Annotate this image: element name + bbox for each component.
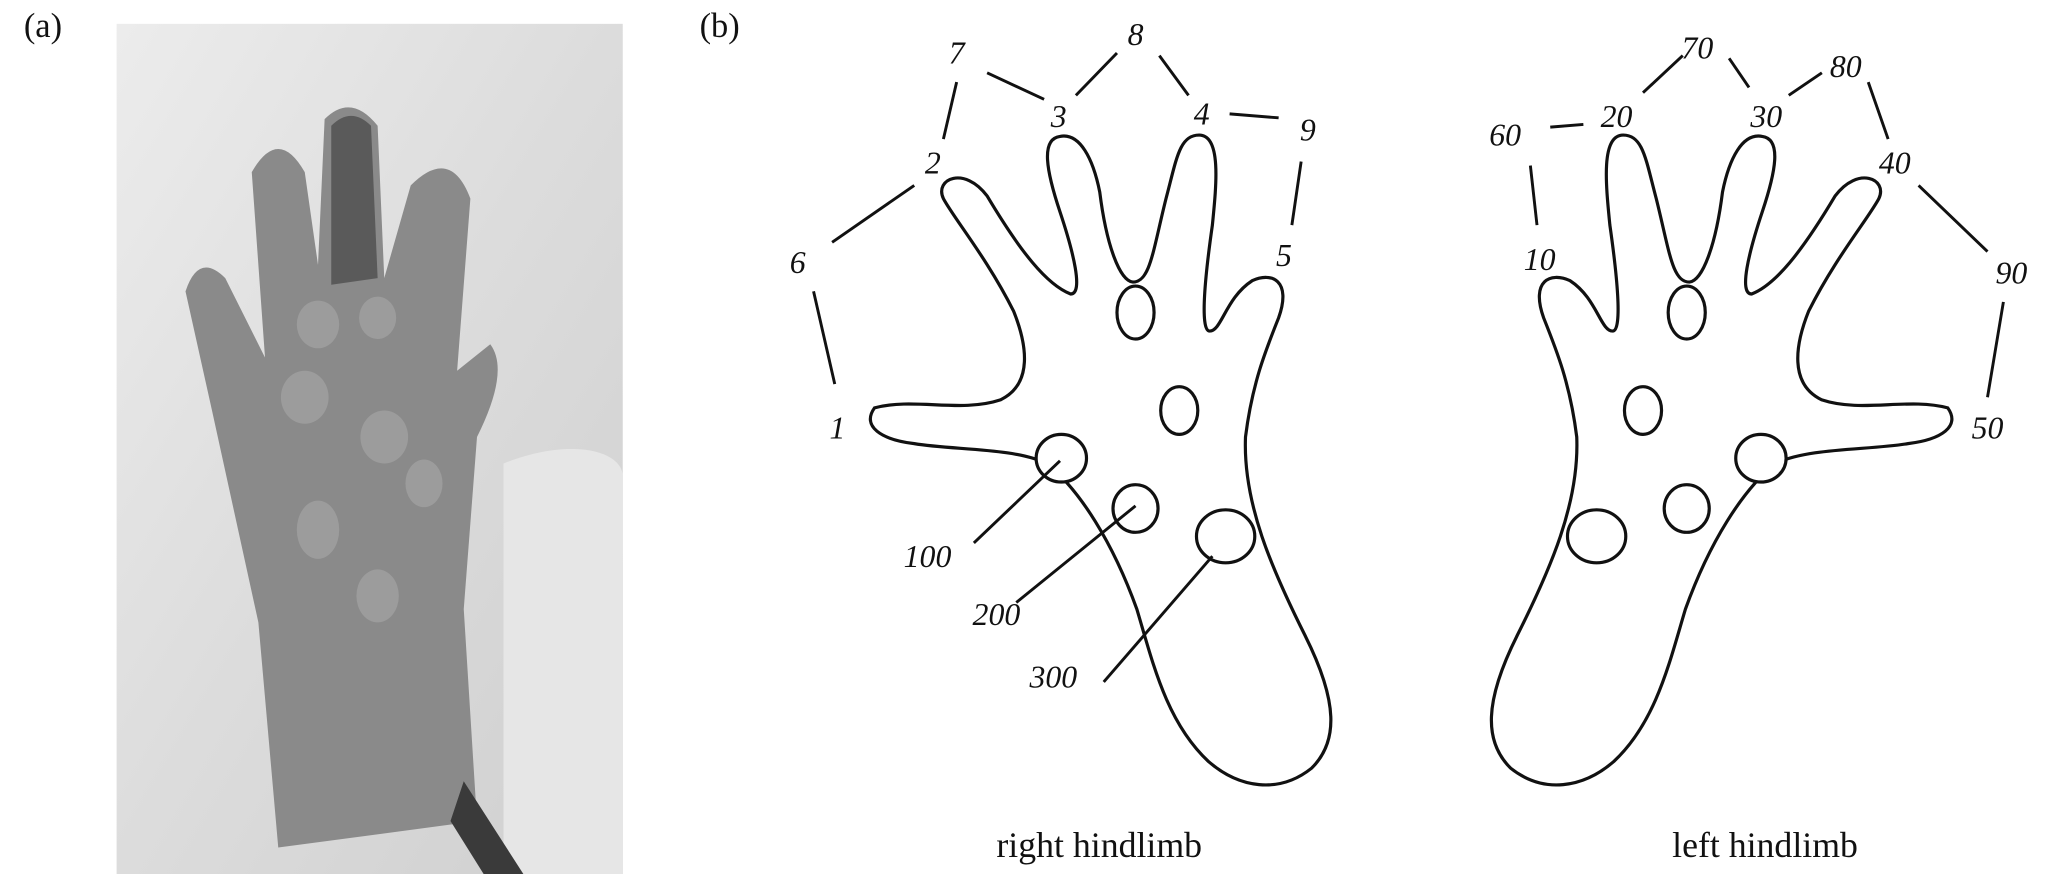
label-300: 300 bbox=[1029, 659, 1078, 694]
label-40: 40 bbox=[1879, 145, 1911, 180]
label-3: 3 bbox=[1050, 99, 1067, 134]
caption-right-hindlimb: right hindlimb bbox=[996, 825, 1202, 865]
label-9: 9 bbox=[1300, 112, 1316, 147]
left-hindlimb-outline bbox=[1489, 133, 1954, 787]
panel-label-b: (b) bbox=[700, 7, 740, 45]
left-labels: 70 80 60 20 30 40 10 90 50 bbox=[1489, 30, 2027, 445]
label-2: 2 bbox=[925, 145, 941, 180]
label-20: 20 bbox=[1601, 99, 1633, 134]
label-4: 4 bbox=[1194, 96, 1210, 131]
caption-left-hindlimb: left hindlimb bbox=[1672, 825, 1858, 865]
label-30: 30 bbox=[1749, 99, 1782, 134]
right-labels: 7 8 3 4 9 2 6 5 1 100 200 300 bbox=[790, 17, 1316, 694]
right-hindlimb-outline bbox=[868, 133, 1333, 787]
panel-label-a: (a) bbox=[24, 7, 62, 45]
left-connector-lines bbox=[1528, 54, 2005, 398]
label-8: 8 bbox=[1128, 17, 1144, 52]
label-90: 90 bbox=[1995, 255, 2027, 290]
label-200: 200 bbox=[973, 597, 1021, 632]
label-6: 6 bbox=[790, 245, 806, 280]
label-1: 1 bbox=[829, 410, 845, 445]
label-70: 70 bbox=[1681, 30, 1713, 65]
label-50: 50 bbox=[1972, 410, 2004, 445]
label-100: 100 bbox=[904, 539, 952, 574]
right-connector-lines bbox=[812, 51, 1303, 683]
label-5: 5 bbox=[1276, 238, 1292, 273]
label-60: 60 bbox=[1489, 118, 1521, 153]
label-10: 10 bbox=[1524, 242, 1556, 277]
label-80: 80 bbox=[1830, 49, 1862, 84]
paw-photo bbox=[116, 23, 623, 874]
label-7: 7 bbox=[949, 36, 966, 71]
